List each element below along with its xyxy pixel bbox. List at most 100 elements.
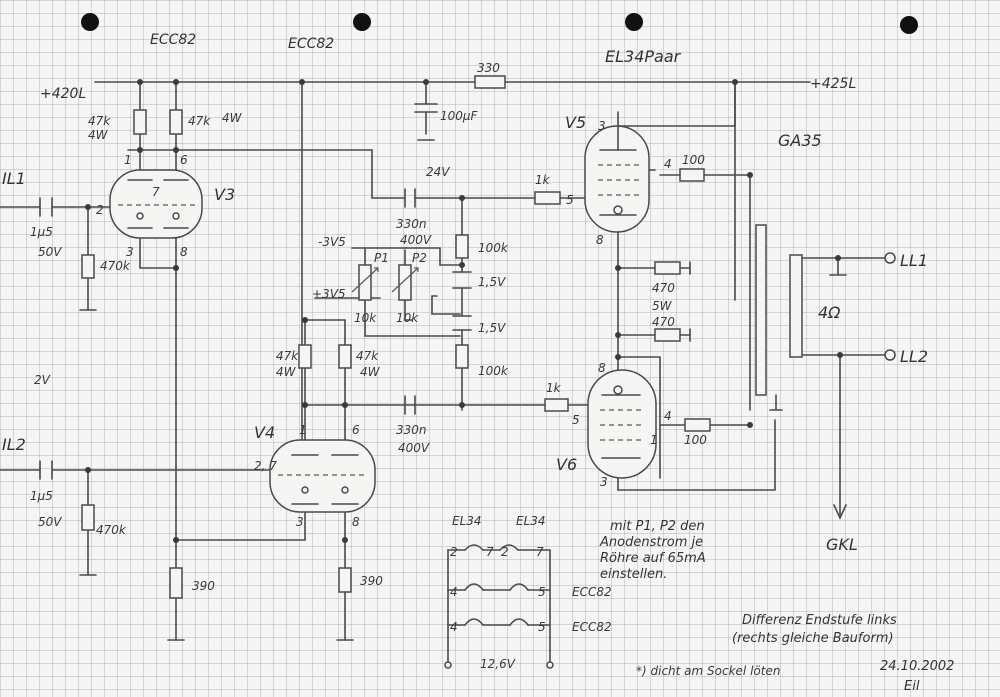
label-r470-a: 470 bbox=[652, 281, 675, 295]
terminal-ll2 bbox=[884, 349, 896, 361]
label-r1k-b: 1k bbox=[546, 381, 562, 395]
labels: ECC82 ECC82 EL34Paar +420L +425L 330 100… bbox=[2, 32, 954, 694]
capacitor-330n-a bbox=[404, 188, 416, 208]
resistor-100k-b bbox=[455, 344, 469, 369]
label-2v: 2V bbox=[34, 373, 51, 387]
resistor-470-b bbox=[654, 328, 681, 342]
label-c1v5-a: 1µ5 bbox=[30, 225, 53, 239]
label-r47k-d: 47k bbox=[356, 349, 379, 363]
resistor-390-a bbox=[169, 567, 183, 599]
transformer-secondary bbox=[789, 254, 803, 358]
rail-plus420: +420L bbox=[40, 86, 86, 102]
v3-pin-7: 7 bbox=[152, 185, 160, 199]
label-r100-b: 100 bbox=[684, 433, 707, 447]
label-r10k-a: 10k bbox=[354, 311, 377, 325]
v6-pin-4: 4 bbox=[664, 409, 672, 423]
label-c24: 24V bbox=[426, 165, 450, 179]
v5-label: V5 bbox=[565, 113, 586, 132]
heater-pin-d5: 5 bbox=[538, 620, 546, 634]
v6-pin-1: 1 bbox=[650, 433, 658, 447]
label-p1: P1 bbox=[374, 251, 389, 265]
label-c1v5-b: 1µ5 bbox=[30, 489, 53, 503]
port-ll1: LL1 bbox=[900, 251, 928, 270]
v4-type-label: ECC82 bbox=[288, 36, 334, 52]
v3-pin-6: 6 bbox=[180, 153, 188, 167]
port-il1: IL1 bbox=[2, 169, 26, 188]
capacitor-15v-a bbox=[452, 271, 472, 289]
label-r470-b: 470 bbox=[652, 315, 675, 329]
label-p2: P2 bbox=[412, 251, 427, 265]
label-r470k-a: 470k bbox=[100, 259, 131, 273]
v5-pin-4: 4 bbox=[664, 157, 672, 171]
label-4ohm: 4Ω bbox=[818, 303, 841, 322]
v5-pin-8: 8 bbox=[596, 233, 604, 247]
resistor-100-a bbox=[679, 168, 705, 182]
transformer-primary bbox=[755, 224, 767, 396]
heater-el34-a: EL34 bbox=[452, 514, 482, 528]
label-r47k-c: 47k bbox=[276, 349, 299, 363]
port-gkl: GKL bbox=[826, 535, 858, 554]
gkl-arrow bbox=[833, 504, 847, 520]
v4-pin-27: 2, 7 bbox=[254, 459, 277, 473]
date: 24.10.2002 bbox=[880, 659, 954, 674]
label-r390-b: 390 bbox=[360, 574, 383, 588]
label-r47k-c-w: 4W bbox=[276, 365, 297, 379]
label-r470k-b: 470k bbox=[96, 523, 127, 537]
el34-pair-label: EL34Paar bbox=[605, 47, 682, 66]
heater-voltage: 12,6V bbox=[480, 657, 516, 671]
port-ll2: LL2 bbox=[900, 347, 928, 366]
tube-v5 bbox=[584, 125, 650, 233]
punch-holes bbox=[81, 13, 918, 34]
resistor-390-b bbox=[338, 567, 352, 593]
terminal-ll1 bbox=[884, 252, 896, 264]
note-line-3: Röhre auf 65mA bbox=[600, 551, 706, 566]
label-r100k-b: 100k bbox=[478, 364, 509, 378]
rail-plus425: +425L bbox=[810, 76, 856, 92]
heater-pin-a7: 7 bbox=[486, 545, 494, 559]
tube-v3 bbox=[109, 169, 203, 239]
resistor-47k-b bbox=[169, 109, 183, 135]
v3-type-label: ECC82 bbox=[150, 32, 196, 48]
heater-ecc82-b: ECC82 bbox=[572, 620, 612, 634]
label-c330n-b: 330n bbox=[396, 423, 427, 437]
wires bbox=[0, 81, 886, 641]
v5-pin-5: 5 bbox=[566, 193, 574, 207]
v4-pin-6: 6 bbox=[352, 423, 360, 437]
resistor-330 bbox=[474, 75, 506, 89]
label-c15v-a: 1,5V bbox=[478, 275, 506, 289]
heater-ecc82-a: ECC82 bbox=[572, 585, 612, 599]
pot-p1 bbox=[358, 264, 372, 301]
label-r1k-a: 1k bbox=[535, 173, 551, 187]
label-r47k-a: 47k bbox=[88, 114, 111, 128]
v4-pin-3: 3 bbox=[296, 515, 304, 529]
label-r47k-b-w: 4W bbox=[222, 111, 243, 125]
resistor-1k-b bbox=[544, 398, 569, 412]
rail-plus3v5: +3V5 bbox=[312, 287, 346, 301]
resistor-470k-a bbox=[81, 254, 95, 279]
components bbox=[39, 75, 896, 641]
v6-label: V6 bbox=[556, 455, 577, 474]
resistor-47k-d bbox=[338, 344, 352, 369]
v3-pin-2: 2 bbox=[96, 203, 104, 217]
v3-pin-1: 1 bbox=[124, 153, 132, 167]
resistor-47k-a bbox=[133, 109, 147, 135]
port-il2: IL2 bbox=[2, 435, 26, 454]
label-c330n-b-v: 400V bbox=[398, 441, 430, 455]
label-r100-a: 100 bbox=[682, 153, 705, 167]
resistor-470-a bbox=[654, 261, 681, 275]
v4-pin-1: 1 bbox=[299, 423, 307, 437]
v3-label: V3 bbox=[214, 185, 235, 204]
note-line-4: einstellen. bbox=[600, 567, 667, 582]
rail-minus3v5: -3V5 bbox=[318, 235, 346, 249]
capacitor-100uf bbox=[414, 103, 438, 113]
diagram-title: Differenz Endstufe links bbox=[742, 613, 897, 628]
v3-pin-3: 3 bbox=[126, 245, 134, 259]
capacitor-1v5-a bbox=[39, 197, 53, 217]
signature: Eil bbox=[904, 679, 920, 694]
heater-pin-c4: 4 bbox=[450, 585, 458, 599]
heater-pin-b7: 7 bbox=[536, 545, 544, 559]
label-c1v5-b-v: 50V bbox=[38, 515, 62, 529]
label-c330n-a: 330n bbox=[396, 217, 427, 231]
